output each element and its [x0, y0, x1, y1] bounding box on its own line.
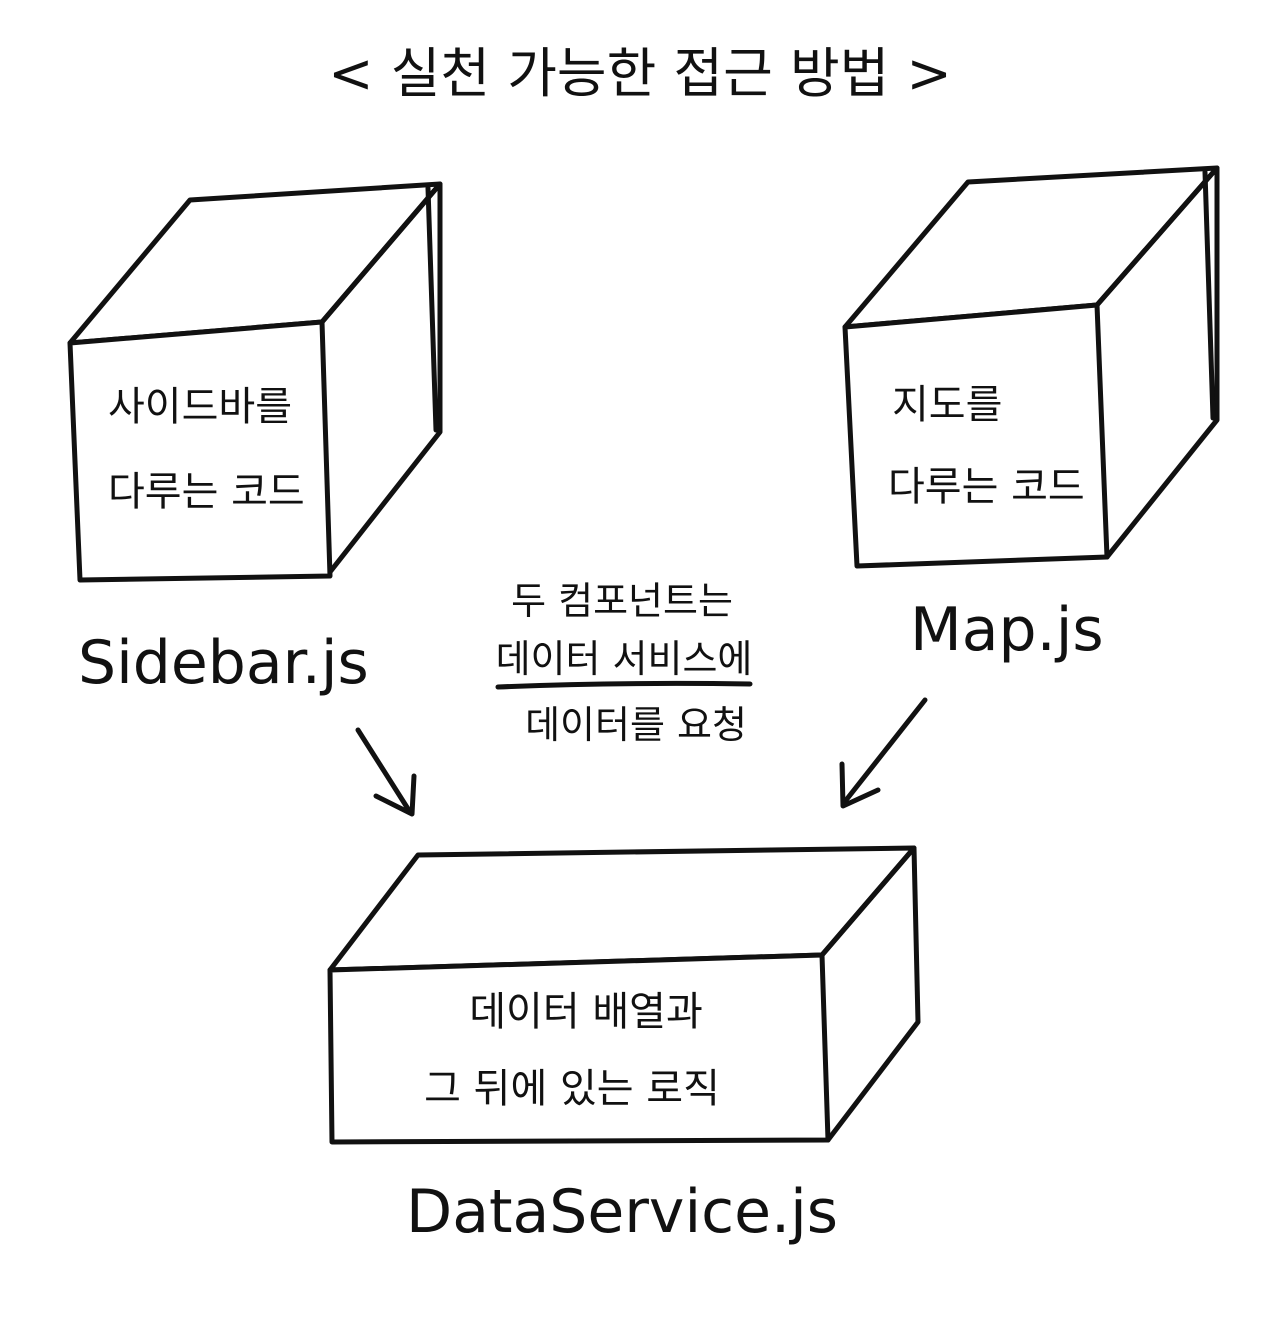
sidebar-cube: 사이드바를 다루는 코드 [67, 181, 443, 583]
arrow-sidebar-to-dataservice [355, 727, 417, 817]
sidebar-file-label: Sidebar.js [78, 628, 369, 698]
note-line3: 데이터를 요청 [525, 703, 747, 747]
sidebar-box-line1: 사이드바를 [108, 384, 292, 430]
arrow-map-to-dataservice [839, 697, 928, 809]
dataservice-file-label: DataService.js [406, 1177, 838, 1247]
dataservice-box-side-face [819, 845, 921, 1143]
note-line1: 두 컴포넌트는 [511, 579, 733, 623]
sidebar-cube-side-face [319, 181, 443, 575]
dataservice-box-front-face [327, 952, 831, 1145]
map-cube-back-edge [1202, 169, 1216, 421]
map-cube-front-face [842, 302, 1110, 569]
diagram-title: < 실천 가능한 접근 방법 > [328, 42, 951, 105]
sidebar-cube-back-edge [425, 185, 439, 433]
note-line2: 데이터 서비스에 [496, 637, 753, 681]
map-file-label: Map.js [910, 595, 1104, 665]
map-cube-side-face [1094, 165, 1220, 560]
dataservice-box-line1: 데이터 배열과 [469, 989, 703, 1035]
map-cube-top-face [842, 165, 1220, 330]
dataservice-box: 데이터 배열과 그 뒤에 있는 로직 [327, 845, 921, 1145]
map-cube: 지도를 다루는 코드 [842, 165, 1220, 569]
map-box-line1: 지도를 [892, 382, 1002, 428]
sidebar-box-line2: 다루는 코드 [108, 469, 305, 515]
sidebar-cube-front-face [67, 319, 333, 583]
dataservice-box-line2: 그 뒤에 있는 로직 [424, 1066, 720, 1112]
map-box-line2: 다루는 코드 [888, 464, 1085, 510]
sidebar-cube-top-face [67, 181, 443, 346]
note-underline [495, 680, 753, 690]
